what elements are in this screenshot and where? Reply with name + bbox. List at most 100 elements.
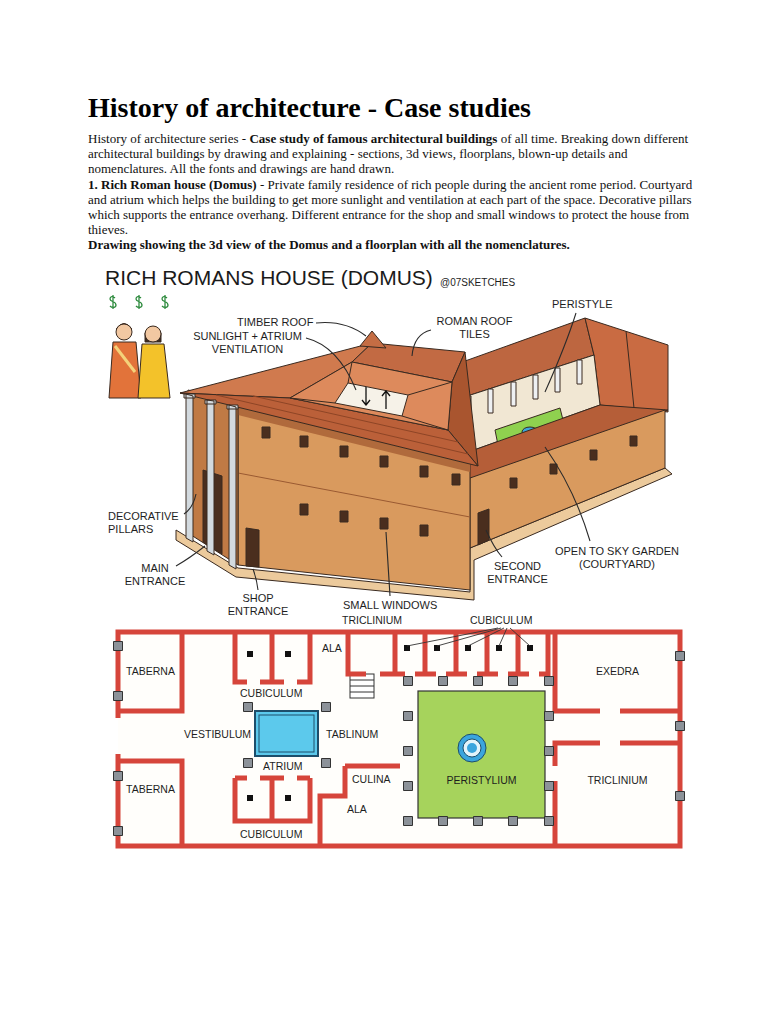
label-slot: ALA bbox=[322, 642, 342, 654]
leader-line bbox=[412, 330, 431, 356]
callout-label: OPEN TO SKY GARDEN (COURTYARD) bbox=[552, 545, 682, 571]
room-name: TRICLINIUM bbox=[587, 774, 647, 786]
room-label: CUBICULUM bbox=[470, 614, 532, 626]
colonnade bbox=[466, 360, 582, 420]
artist-handle: @07SKETCHES bbox=[440, 277, 515, 289]
title-block: History of architecture - Case studies bbox=[88, 92, 531, 124]
toga bbox=[109, 342, 141, 398]
leader-line bbox=[253, 569, 258, 590]
label-slot: VESTIBULUM bbox=[184, 728, 251, 740]
room-label: CUBICULUM bbox=[240, 828, 302, 840]
label-slot: @07SKETCHES bbox=[440, 277, 515, 289]
label-slot: ATRIUM bbox=[263, 760, 302, 772]
impluvium-pool bbox=[255, 711, 318, 756]
leader-lines bbox=[176, 313, 590, 596]
bed-marks bbox=[247, 645, 533, 801]
fountain bbox=[467, 743, 477, 753]
shop-door bbox=[246, 528, 259, 567]
room-name: TABERNA bbox=[126, 665, 175, 677]
label-slot: RICH ROMANS HOUSE (DOMUS) bbox=[105, 266, 433, 290]
storey-band bbox=[238, 473, 470, 517]
label-slot: ROMAN ROOF TILES bbox=[432, 315, 517, 341]
leader-line bbox=[316, 323, 366, 336]
paragraph: 1. Rich Roman house (Domus)- Private fam… bbox=[88, 177, 694, 238]
label-slot: CUBICULUM bbox=[240, 828, 302, 840]
room-label: ALA bbox=[322, 642, 342, 654]
stair-steps bbox=[350, 680, 374, 692]
label-slot: CUBICULUM bbox=[240, 687, 302, 699]
body-text: History of architecture series - bbox=[88, 131, 246, 146]
atrium-frame bbox=[290, 362, 452, 430]
rich-romans-figures bbox=[109, 295, 170, 398]
room-name: EXEDRA bbox=[596, 665, 639, 677]
callout-label: ROMAN ROOF TILES bbox=[432, 315, 517, 341]
leader-line bbox=[306, 338, 356, 390]
bold-text: Drawing showing the 3d view of the Domus… bbox=[88, 237, 570, 252]
callout-label: SHOP ENTRANCE bbox=[223, 592, 293, 618]
plan-ground bbox=[118, 632, 680, 846]
fountain bbox=[463, 739, 481, 757]
plan-columns bbox=[114, 642, 685, 836]
domus-3d-view bbox=[176, 318, 672, 600]
label-slot: PERISTYLE bbox=[552, 298, 613, 311]
callout-label: MAIN ENTRANCE bbox=[120, 562, 190, 588]
head bbox=[116, 324, 132, 340]
label-slot: TABLINUM bbox=[326, 728, 378, 740]
small-windows bbox=[510, 436, 637, 488]
leader-line bbox=[176, 546, 205, 566]
head bbox=[145, 326, 161, 342]
paragraph: History of architecture series -Case stu… bbox=[88, 131, 694, 177]
timber-ridge-gable bbox=[360, 331, 386, 348]
label-slot: OPEN TO SKY GARDEN (COURTYARD) bbox=[552, 545, 682, 571]
toga-sash bbox=[115, 346, 135, 372]
label-slot: CUBICULUM bbox=[470, 614, 532, 626]
label-slot: TRICLINIUM bbox=[342, 614, 402, 626]
label-slot: SHOP ENTRANCE bbox=[223, 592, 293, 618]
room-area: EXEDRA bbox=[558, 635, 677, 707]
callout-label: SECOND ENTRANCE bbox=[480, 560, 555, 586]
stair bbox=[350, 674, 374, 698]
label-slot: CULINA bbox=[352, 773, 391, 785]
callout-label: DECORATIVE PILLARS bbox=[108, 510, 188, 536]
room-area: PERISTYLIUM bbox=[420, 693, 543, 816]
room-name: TABERNA bbox=[126, 783, 175, 795]
room-label: VESTIBULUM bbox=[184, 728, 251, 740]
atrium-frame-edges bbox=[290, 362, 452, 430]
room-label: ALA bbox=[347, 803, 367, 815]
label-slot: SUNLIGHT + ATRIUM VENTILATION bbox=[180, 330, 315, 356]
decorative-pillars bbox=[184, 394, 238, 569]
second-entrance-door bbox=[478, 509, 489, 545]
bold-text: Case study of famous architectural build… bbox=[249, 131, 497, 146]
drawing-title: RICH ROMANS HOUSE (DOMUS) bbox=[105, 266, 433, 290]
room-label: TABLINUM bbox=[326, 728, 378, 740]
gable-ridge bbox=[626, 331, 634, 408]
room-area: TRICLINIUM bbox=[558, 745, 677, 815]
label-slot: ALA bbox=[347, 803, 367, 815]
leader-line bbox=[184, 494, 196, 514]
dollar-symbols bbox=[110, 295, 168, 309]
callout-label: SUNLIGHT + ATRIUM VENTILATION bbox=[180, 330, 315, 356]
bold-text: 1. Rich Roman house (Domus) bbox=[88, 177, 257, 192]
peristyle-front-wall bbox=[470, 410, 665, 548]
room-label: TRICLINIUM bbox=[342, 614, 402, 626]
room-area: TABERNA bbox=[121, 764, 180, 814]
impluvium-rim bbox=[259, 715, 314, 752]
ventilation-arrows bbox=[362, 387, 390, 409]
leader-line bbox=[407, 628, 530, 646]
label-slot: MAIN ENTRANCE bbox=[120, 562, 190, 588]
leader-line bbox=[545, 447, 590, 541]
stola bbox=[138, 344, 170, 398]
room-label: ATRIUM bbox=[263, 760, 302, 772]
leader-line bbox=[486, 530, 502, 557]
room-label: CUBICULUM bbox=[240, 687, 302, 699]
room-area: TABERNA bbox=[121, 635, 180, 707]
leader-line bbox=[545, 313, 576, 392]
callout-label: TIMBER ROOF bbox=[237, 316, 313, 329]
label-slot: SECOND ENTRANCE bbox=[480, 560, 555, 586]
room-label: CULINA bbox=[352, 773, 391, 785]
peristyle-garden bbox=[418, 691, 545, 818]
body-text-block: History of architecture series -Case stu… bbox=[88, 131, 694, 253]
fountain bbox=[458, 734, 486, 762]
label-slot: SMALL WINDOWS bbox=[343, 599, 437, 612]
